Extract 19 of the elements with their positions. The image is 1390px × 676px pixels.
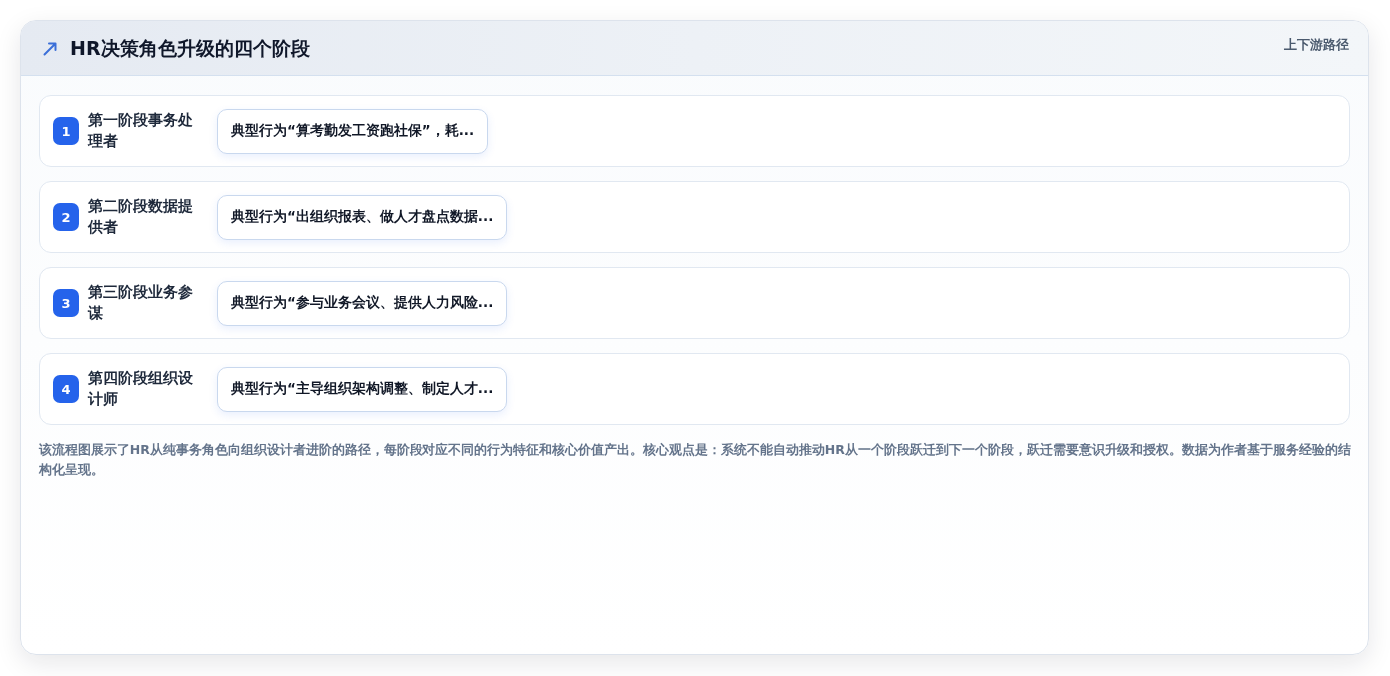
stage-name: 第三阶段业务参谋: [88, 283, 194, 323]
behavior-card: 典型行为“出组织报表、做人才盘点数据...: [217, 194, 508, 240]
step-number: 3: [53, 289, 79, 317]
stage-name: 第四阶段组织设计师: [88, 369, 194, 409]
behavior-card: 典型行为“算考勤发工资跑社保”，耗...: [217, 108, 489, 154]
stage-name: 第一阶段事务处理者: [88, 111, 194, 151]
step-number: 2: [53, 203, 79, 231]
step-number: 1: [53, 117, 79, 145]
stage-panel: [39, 353, 1350, 425]
step-number: 4: [53, 375, 79, 403]
behavior-card: 典型行为“主导组织架构调整、制定人才...: [217, 366, 508, 412]
stage-panel: [39, 95, 1350, 167]
stage-panel: [39, 181, 1350, 253]
behavior-card: 典型行为“参与业务会议、提供人力风险...: [217, 280, 508, 326]
header-note: 上下游路径: [1284, 36, 1349, 54]
stage-panel: [39, 267, 1350, 339]
stage-name: 第二阶段数据提供者: [88, 197, 194, 237]
caption-text: 该流程图展示了HR从纯事务角色向组织设计者进阶的路径，每阶段对应不同的行为特征和核心价值产出。核心观点是：系统不能自动推动HR从一个阶段跃迁到下一个阶段，跃迁需要意识升级和授权。数据为作者基于服务经验的结构化呈现。: [39, 441, 1353, 479]
diagram-title: HR决策角色升级的四个阶段: [70, 36, 310, 61]
